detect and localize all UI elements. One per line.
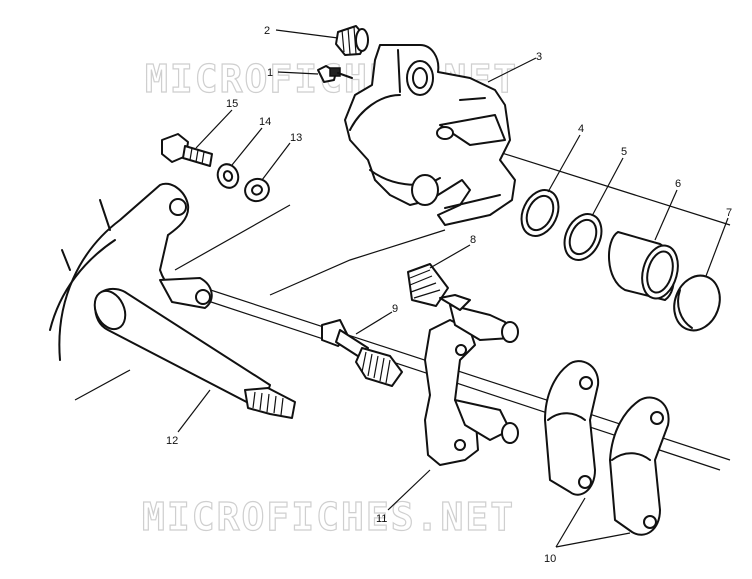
caliper-bracket <box>424 294 519 466</box>
callout-1: 1 <box>267 67 273 79</box>
callout-13: 13 <box>290 132 302 144</box>
callout-10: 10 <box>544 553 556 565</box>
caliper-body <box>344 44 516 226</box>
callout-3: 3 <box>536 51 542 63</box>
knuckle-frame <box>49 182 213 361</box>
callout-6: 6 <box>675 178 681 190</box>
piston-cap <box>673 274 721 332</box>
watermark-bottom: MICROFICHES.NET <box>142 495 515 539</box>
callout-2: 2 <box>264 25 270 37</box>
guide-pin <box>321 319 403 387</box>
bleeder-valve <box>317 65 353 83</box>
callouts: 2 1 3 4 5 6 7 8 9 10 11 12 13 14 15 <box>166 25 732 565</box>
callout-11: 11 <box>376 513 387 525</box>
callout-4: 4 <box>578 123 584 135</box>
leader-lines <box>177 29 729 548</box>
callout-8: 8 <box>470 234 476 246</box>
seal-ring-2 <box>563 213 603 261</box>
callout-9: 9 <box>392 303 398 315</box>
bolt <box>161 133 213 167</box>
mounting-shaft <box>74 287 296 419</box>
callout-15: 15 <box>226 98 238 110</box>
piston <box>607 231 679 301</box>
washer <box>244 177 270 203</box>
seal-ring <box>520 189 560 237</box>
brake-pads <box>544 360 670 536</box>
bleeder-screw <box>335 25 369 56</box>
lock-washer <box>216 163 240 189</box>
callout-5: 5 <box>621 146 627 158</box>
callout-12: 12 <box>166 435 178 447</box>
callout-7: 7 <box>726 207 732 219</box>
callout-14: 14 <box>259 116 271 128</box>
